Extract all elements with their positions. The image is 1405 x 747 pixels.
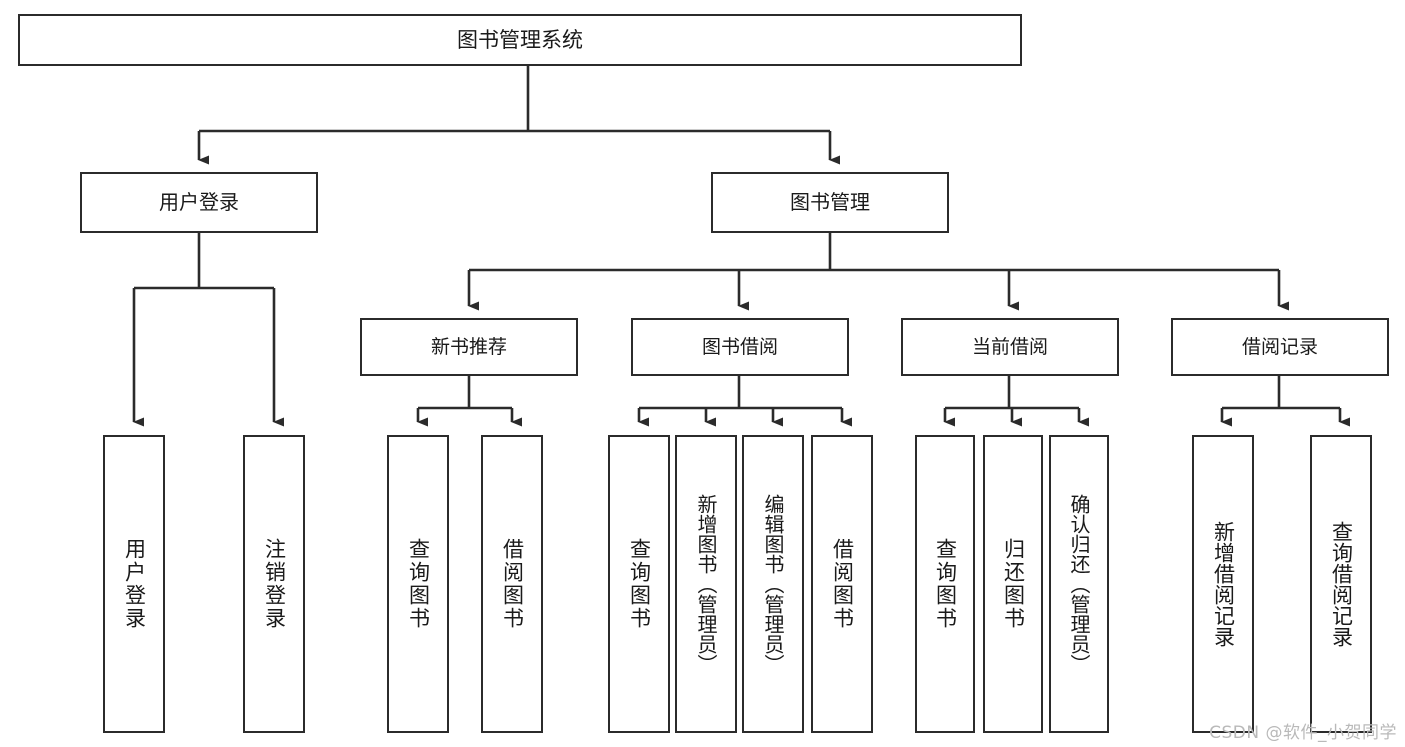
leaf-label: 借阅图书 (500, 538, 525, 630)
leaf-user-logout[interactable]: 注销登录 (243, 435, 305, 733)
node-book-borrow[interactable]: 图书借阅 (631, 318, 849, 376)
node-book-management[interactable]: 图书管理 (711, 172, 949, 233)
leaf-return-book[interactable]: 归还图书 (983, 435, 1043, 733)
leaf-label: 编辑图书（管理员） (761, 494, 785, 674)
leaf-add-borrow-record[interactable]: 新增借阅记录 (1192, 435, 1254, 733)
leaf-borrow-book-newbook[interactable]: 借阅图书 (481, 435, 543, 733)
leaf-query-book-newbook[interactable]: 查询图书 (387, 435, 449, 733)
leaf-query-book-borrow[interactable]: 查询图书 (608, 435, 670, 733)
leaf-label: 确认归还（管理员） (1067, 494, 1091, 674)
leaf-user-login[interactable]: 用户登录 (103, 435, 165, 733)
node-current-borrow[interactable]: 当前借阅 (901, 318, 1119, 376)
leaf-label: 新增借阅记录 (1211, 521, 1236, 647)
leaf-label: 注销登录 (262, 538, 287, 630)
leaf-borrow-book[interactable]: 借阅图书 (811, 435, 873, 733)
node-user-login[interactable]: 用户登录 (80, 172, 318, 233)
node-root-book-management-system[interactable]: 图书管理系统 (18, 14, 1022, 66)
node-label: 用户登录 (159, 189, 239, 214)
node-label: 图书管理 (790, 189, 870, 214)
node-label: 当前借阅 (971, 335, 1048, 358)
node-label: 图书管理系统 (457, 27, 583, 52)
leaf-label: 归还图书 (1001, 538, 1026, 630)
leaf-label: 查询图书 (627, 538, 652, 630)
node-label: 借阅记录 (1241, 335, 1318, 358)
leaf-label: 查询图书 (406, 538, 431, 630)
leaf-add-book-admin[interactable]: 新增图书（管理员） (675, 435, 737, 733)
leaf-query-book-current[interactable]: 查询图书 (915, 435, 975, 733)
watermark-text: CSDN @软件_小贺同学 (1209, 723, 1397, 743)
leaf-label: 用户登录 (122, 538, 147, 630)
node-new-book-recommend[interactable]: 新书推荐 (360, 318, 578, 376)
node-label: 图书借阅 (701, 335, 778, 358)
leaf-label: 新增图书（管理员） (694, 494, 718, 674)
leaf-edit-book-admin[interactable]: 编辑图书（管理员） (742, 435, 804, 733)
node-label: 新书推荐 (430, 335, 507, 358)
node-borrow-record[interactable]: 借阅记录 (1171, 318, 1389, 376)
leaf-confirm-return-admin[interactable]: 确认归还（管理员） (1049, 435, 1109, 733)
leaf-label: 借阅图书 (830, 538, 855, 630)
leaf-label: 查询图书 (933, 538, 958, 630)
leaf-label: 查询借阅记录 (1329, 521, 1354, 647)
leaf-query-borrow-record[interactable]: 查询借阅记录 (1310, 435, 1372, 733)
